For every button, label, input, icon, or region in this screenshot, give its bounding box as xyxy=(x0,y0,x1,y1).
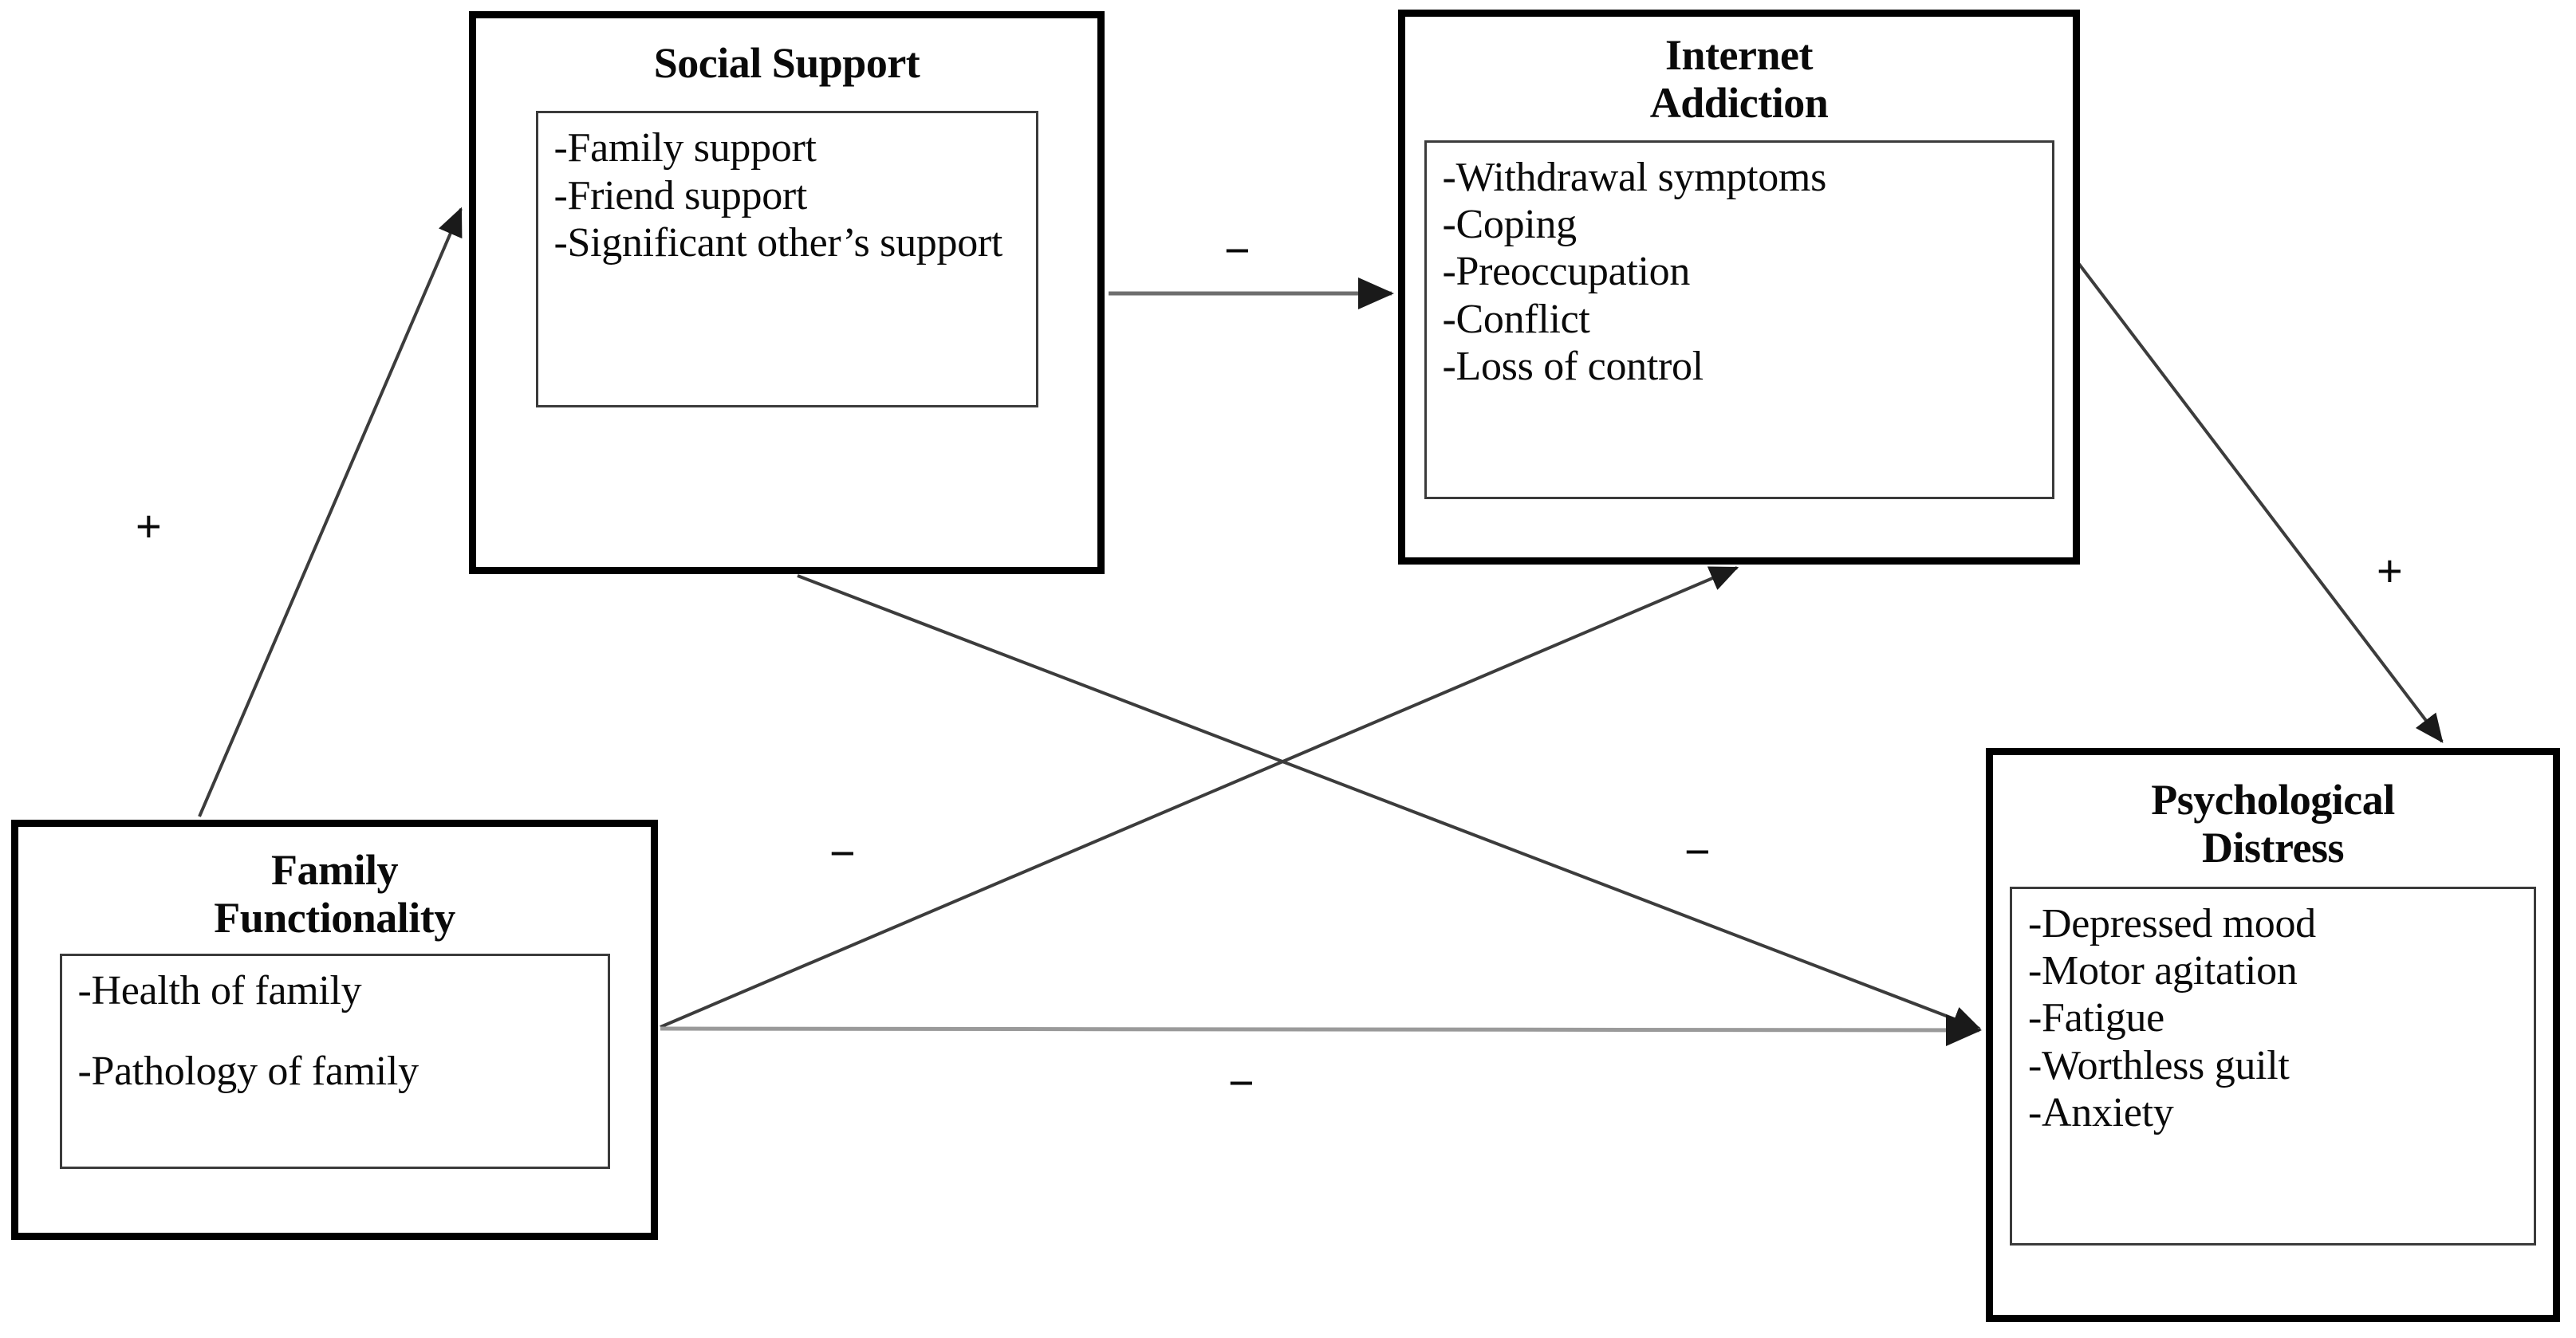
list-item: -Loss of control xyxy=(1442,344,1704,389)
list-item: -Withdrawal symptoms xyxy=(1442,154,1827,200)
list-item: -Pathology of family xyxy=(77,1049,419,1095)
node-family-functionality: Family Functionality -Health of family -… xyxy=(11,820,658,1240)
edge-sign-family-functionality-to-social-support: + xyxy=(136,501,162,551)
list-item: -Significant other’s support xyxy=(553,220,1003,266)
node-social-support-list: -Family support -Friend support -Signifi… xyxy=(535,111,1038,408)
edge-social-support-to-psychological-distress xyxy=(797,574,1982,1031)
list-item: -Motor agitation xyxy=(2028,948,2298,994)
edge-sign-social-support-to-psychological-distress: − xyxy=(829,828,856,878)
node-family-functionality-list: -Health of family -Pathology of family xyxy=(59,953,610,1169)
edge-internet-addiction-to-psychological-distress xyxy=(2077,262,2444,743)
list-item: -Conflict xyxy=(1442,296,1590,342)
list-item: -Health of family xyxy=(77,967,362,1013)
edge-sign-social-support-to-internet-addiction: − xyxy=(1224,225,1251,275)
node-internet-addiction: Internet Addiction -Withdrawal symptoms … xyxy=(1398,10,2080,565)
edge-sign-internet-addiction-to-psychological-distress: + xyxy=(2377,545,2403,596)
node-social-support: Social Support -Family support -Friend s… xyxy=(469,11,1105,574)
edge-sign-family-functionality-to-psychological-distress: − xyxy=(1228,1057,1255,1108)
node-psychological-distress-title: Psychological Distress xyxy=(2151,776,2395,872)
list-item: -Coping xyxy=(1442,202,1578,248)
edge-family-functionality-to-internet-addiction xyxy=(660,566,1739,1029)
node-psychological-distress-list: -Depressed mood -Motor agitation -Fatigu… xyxy=(2010,886,2536,1246)
node-internet-addiction-list: -Withdrawal symptoms -Coping -Preoccupat… xyxy=(1424,140,2054,499)
list-item: -Anxiety xyxy=(2028,1090,2174,1135)
list-item: -Preoccupation xyxy=(1442,249,1691,295)
list-item: -Worthless guilt xyxy=(2028,1042,2290,1088)
node-family-functionality-title: Family Functionality xyxy=(214,846,455,943)
list-item: -Fatigue xyxy=(2028,995,2164,1041)
list-item: -Friend support xyxy=(553,172,808,218)
edge-family-functionality-to-social-support xyxy=(198,207,463,817)
node-social-support-title: Social Support xyxy=(653,39,920,87)
edge-family-functionality-to-psychological-distress xyxy=(660,1013,1982,1046)
list-item: -Family support xyxy=(553,125,817,171)
node-internet-addiction-title: Internet Addiction xyxy=(1649,31,1829,128)
node-psychological-distress: Psychological Distress -Depressed mood -… xyxy=(1986,748,2560,1322)
list-item: -Depressed mood xyxy=(2028,900,2316,946)
edge-sign-family-functionality-to-internet-addiction: − xyxy=(1684,826,1711,876)
